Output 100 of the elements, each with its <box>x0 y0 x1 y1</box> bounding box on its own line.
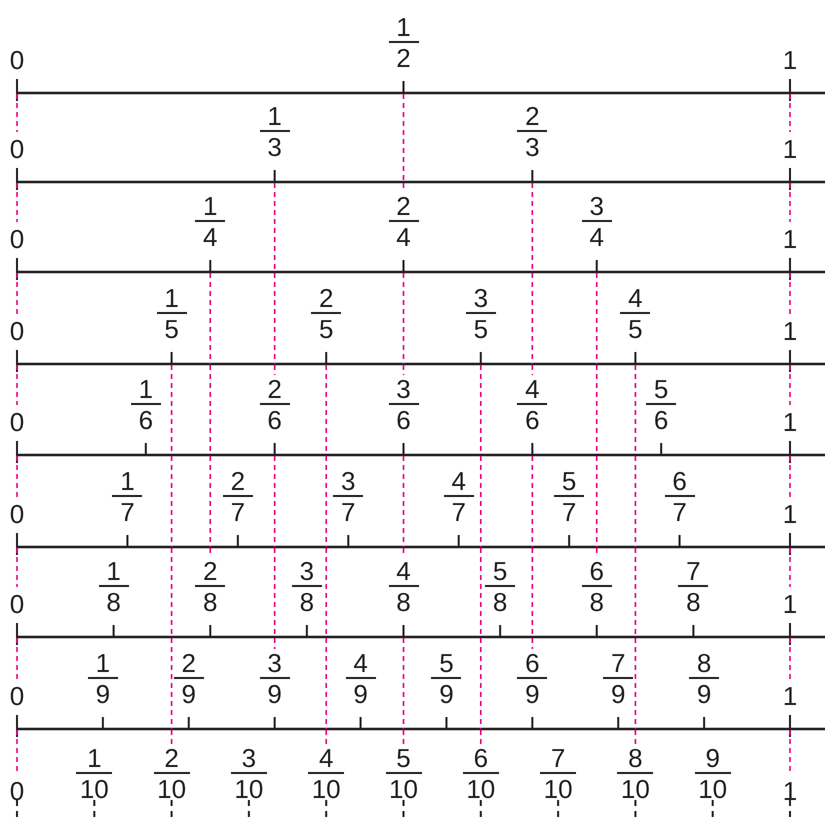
denominator: 8 <box>396 589 411 615</box>
denominator: 3 <box>267 134 282 160</box>
endpoint-label: 1 <box>782 682 798 710</box>
denominator: 5 <box>318 316 334 342</box>
denominator: 8 <box>300 589 314 615</box>
endpoint-label: 0 <box>10 590 24 618</box>
endpoint-label: 0 <box>10 500 24 528</box>
numerator: 7 <box>550 745 566 771</box>
denominator: 4 <box>396 224 411 250</box>
numerator: 1 <box>106 558 121 584</box>
endpoint-label: 0 <box>10 682 24 710</box>
denominator: 9 <box>696 681 712 707</box>
numerator: 5 <box>439 650 454 676</box>
denominator: 8 <box>106 589 121 615</box>
denominator: 4 <box>590 224 604 250</box>
denominator: 7 <box>230 499 246 525</box>
denominator: 10 <box>312 776 341 802</box>
numerator: 6 <box>590 558 604 584</box>
numerator: 4 <box>525 376 540 402</box>
denominator: 10 <box>620 776 650 802</box>
denominator: 10 <box>80 776 109 802</box>
denominator: 10 <box>544 776 573 802</box>
numerator: 3 <box>396 376 411 402</box>
numerator: 3 <box>341 468 356 494</box>
numerator: 3 <box>242 745 256 771</box>
endpoint-label: 0 <box>10 46 24 74</box>
endpoint-label: 1 <box>782 777 798 805</box>
endpoint-label: 0 <box>10 135 24 163</box>
endpoint-label: 0 <box>10 777 24 805</box>
numerator: 5 <box>562 468 576 494</box>
numerator: 2 <box>164 745 179 771</box>
numerator: 5 <box>396 745 411 771</box>
numerator: 8 <box>628 745 643 771</box>
numerator: 2 <box>396 193 411 219</box>
numerator: 7 <box>610 650 626 676</box>
denominator: 10 <box>157 776 186 802</box>
numerator: 2 <box>267 376 282 402</box>
denominator: 8 <box>590 589 604 615</box>
denominator: 9 <box>610 681 626 707</box>
numerator: 1 <box>267 103 282 129</box>
numerator: 2 <box>230 468 246 494</box>
endpoint-label: 1 <box>782 46 798 74</box>
denominator: 8 <box>492 589 508 615</box>
denominator: 6 <box>396 407 411 433</box>
denominator: 10 <box>466 776 496 802</box>
denominator: 5 <box>474 316 488 342</box>
denominator: 9 <box>353 681 368 707</box>
endpoint-label: 1 <box>782 135 798 163</box>
numerator: 3 <box>267 650 282 676</box>
numerator: 3 <box>474 285 488 311</box>
numerator: 3 <box>590 193 604 219</box>
denominator: 7 <box>451 499 466 525</box>
numerator: 9 <box>705 745 720 771</box>
denominator: 9 <box>525 681 540 707</box>
denominator: 10 <box>234 776 264 802</box>
endpoint-label: 1 <box>782 317 798 345</box>
denominator: 9 <box>439 681 454 707</box>
denominator: 6 <box>267 407 282 433</box>
denominator: 3 <box>525 134 540 160</box>
numerator: 6 <box>672 468 687 494</box>
numerator: 4 <box>353 650 368 676</box>
numerator: 4 <box>451 468 466 494</box>
denominator: 9 <box>182 681 196 707</box>
numerator: 6 <box>525 650 540 676</box>
denominator: 2 <box>396 45 411 71</box>
numerator: 1 <box>96 650 110 676</box>
numerator: 1 <box>396 14 411 40</box>
denominator: 7 <box>672 499 687 525</box>
endpoint-label: 0 <box>10 317 24 345</box>
numerator: 6 <box>474 745 488 771</box>
numerator: 5 <box>492 558 508 584</box>
endpoint-label: 1 <box>782 500 798 528</box>
numerator: 2 <box>525 103 540 129</box>
numerator: 1 <box>203 193 218 219</box>
numerator: 4 <box>396 558 411 584</box>
denominator: 7 <box>562 499 576 525</box>
numerator: 2 <box>182 650 196 676</box>
denominator: 10 <box>389 776 418 802</box>
numerator: 1 <box>120 468 135 494</box>
endpoint-label: 1 <box>782 590 798 618</box>
denominator: 8 <box>203 589 218 615</box>
denominator: 6 <box>525 407 540 433</box>
numerator: 4 <box>628 285 643 311</box>
denominator: 10 <box>698 776 728 802</box>
denominator: 7 <box>120 499 135 525</box>
numerator: 1 <box>87 745 102 771</box>
endpoint-label: 0 <box>10 225 24 253</box>
numerator: 3 <box>300 558 314 584</box>
numerator: 1 <box>164 285 179 311</box>
numerator: 4 <box>318 745 334 771</box>
numerator: 7 <box>686 558 701 584</box>
denominator: 5 <box>164 316 179 342</box>
endpoint-label: 1 <box>782 225 798 253</box>
denominator: 9 <box>267 681 282 707</box>
denominator: 8 <box>686 589 701 615</box>
denominator: 6 <box>654 407 668 433</box>
endpoint-label: 1 <box>782 408 798 436</box>
numerator: 2 <box>318 285 334 311</box>
numerator: 2 <box>203 558 218 584</box>
denominator: 4 <box>203 224 218 250</box>
